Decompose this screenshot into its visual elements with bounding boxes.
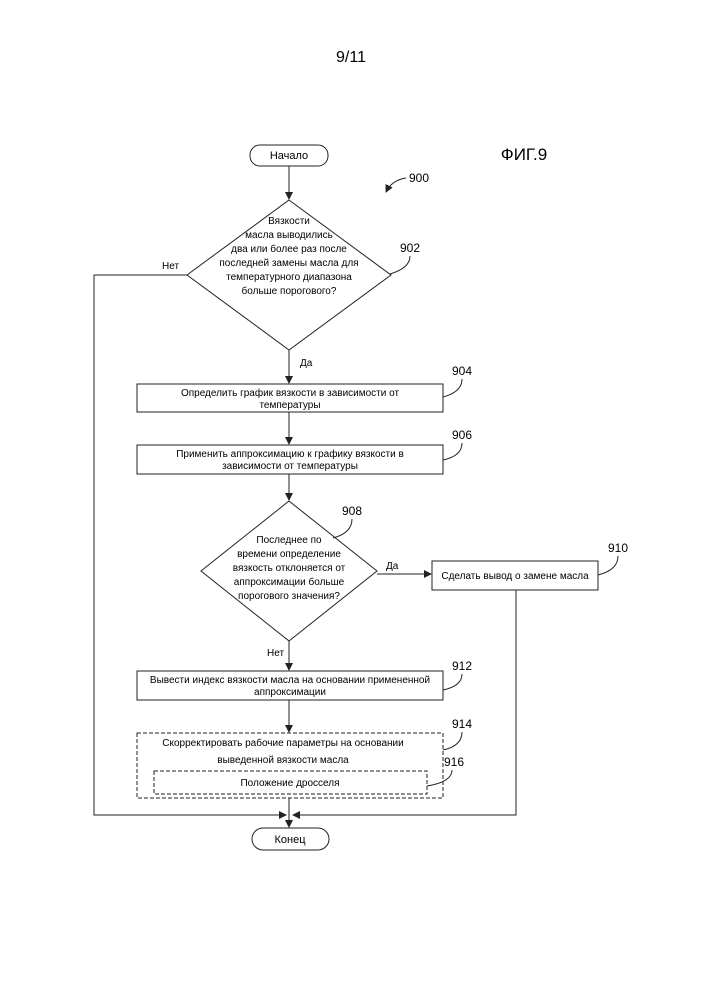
ref-912: 912 bbox=[452, 659, 472, 673]
process-906-line: Применить аппроксимацию к графику вязкос… bbox=[176, 448, 404, 460]
decision-902-yes-label: Да bbox=[300, 358, 313, 369]
ref-902-leader bbox=[390, 256, 410, 274]
ref-910: 910 bbox=[608, 541, 628, 555]
decision-908-line: Последнее по bbox=[256, 535, 322, 546]
decision-908-line: вязкость отклоняется от bbox=[233, 563, 346, 574]
ref-914-leader bbox=[443, 732, 462, 750]
figure-label: ФИГ.9 bbox=[501, 145, 547, 164]
process-910-label: Сделать вывод о замене масла bbox=[441, 571, 589, 582]
process-904-line: Определить график вязкости в зависимости… bbox=[181, 387, 400, 399]
page-number: 9/11 bbox=[336, 49, 366, 66]
ref-912-leader bbox=[443, 674, 462, 690]
decision-908-line: аппроксимации больше bbox=[234, 576, 345, 588]
decision-902-line: последней замены масла для bbox=[219, 258, 358, 269]
ref-900: 900 bbox=[409, 171, 429, 185]
process-916-label: Положение дросселя bbox=[240, 778, 339, 789]
decision-902-line: масла выводились bbox=[245, 230, 333, 241]
ref-902: 902 bbox=[400, 241, 420, 255]
ref-906: 906 bbox=[452, 428, 472, 442]
ref-900-arrow bbox=[386, 178, 406, 192]
decision-902-line: два или более раз после bbox=[231, 243, 347, 255]
decision-908-line: порогового значения? bbox=[238, 591, 340, 602]
ref-916: 916 bbox=[444, 755, 464, 769]
decision-902-no-label: Нет bbox=[162, 261, 179, 272]
ref-904-leader bbox=[443, 379, 462, 397]
process-904-line: температуры bbox=[259, 400, 320, 411]
ref-904: 904 bbox=[452, 364, 472, 378]
ref-908-leader bbox=[333, 519, 352, 538]
process-914-line: выведенной вязкости масла bbox=[217, 755, 349, 766]
ref-910-leader bbox=[598, 556, 618, 575]
ref-906-leader bbox=[443, 443, 462, 460]
ref-914: 914 bbox=[452, 717, 472, 731]
decision-902-line: Вязкости bbox=[268, 216, 310, 227]
ref-908: 908 bbox=[342, 504, 362, 518]
process-912-line: Вывести индекс вязкости масла на основан… bbox=[150, 675, 430, 686]
decision-902-line: температурного диапазона bbox=[226, 272, 352, 283]
decision-908-yes-label: Да bbox=[386, 561, 399, 572]
process-914-line: Скорректировать рабочие параметры на осн… bbox=[162, 737, 403, 749]
decision-908-line: времени определение bbox=[237, 549, 341, 560]
decision-908-no-label: Нет bbox=[267, 648, 284, 659]
process-906-line: зависимости от температуры bbox=[222, 461, 358, 472]
end-label: Конец bbox=[274, 834, 306, 846]
decision-902-line: больше порогового? bbox=[242, 285, 337, 297]
start-label: Начало bbox=[270, 150, 308, 162]
process-912-line: аппроксимации bbox=[254, 687, 326, 698]
